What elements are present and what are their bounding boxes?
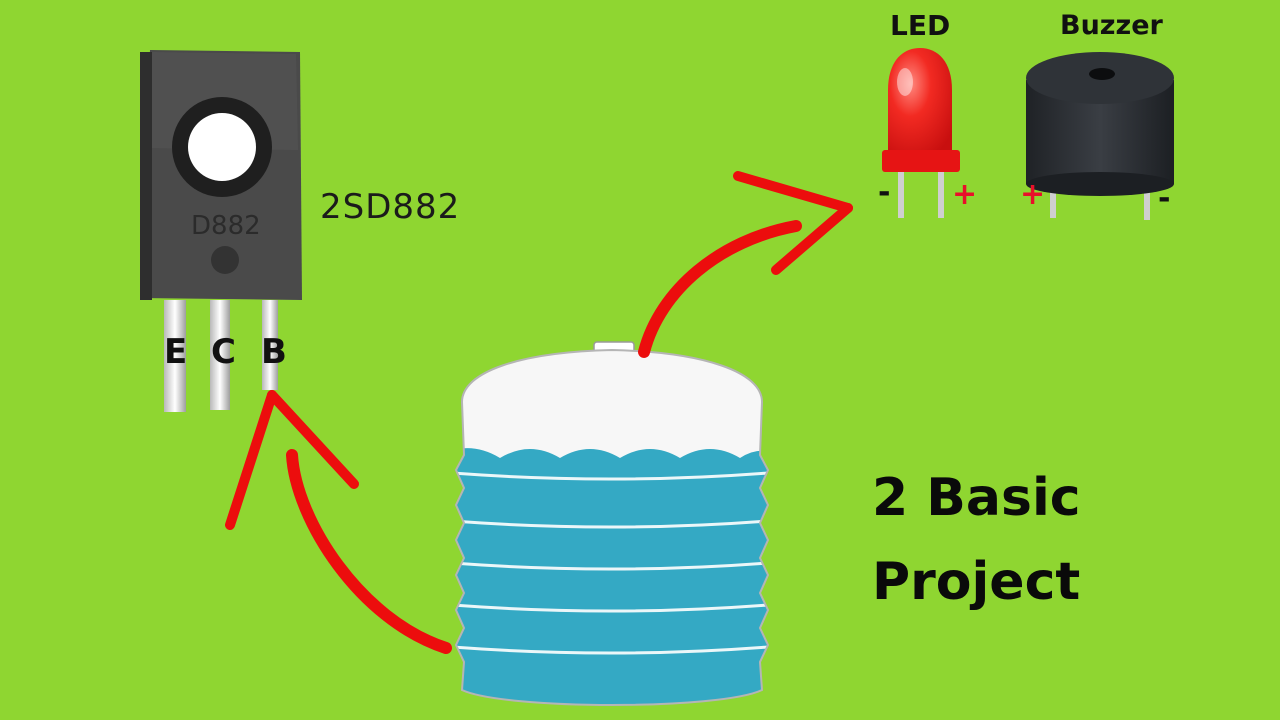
pin-label-collector: C <box>211 332 236 372</box>
buzzer-label: Buzzer <box>1060 10 1163 41</box>
title-line-1: 2 Basic <box>872 468 1081 528</box>
pin-label-base: B <box>261 332 287 372</box>
transistor-part-number: 2SD882 <box>320 187 461 227</box>
buzzer-negative-sign: - <box>1158 181 1171 216</box>
led-label: LED <box>890 9 951 42</box>
led-negative-sign: - <box>878 175 891 210</box>
pin-label-emitter: E <box>164 332 188 372</box>
buzzer-positive-sign: + <box>1020 177 1046 212</box>
curved-arrow-icon <box>225 171 853 654</box>
led-positive-sign: + <box>952 177 978 212</box>
transistor-icon: D882 <box>140 50 302 412</box>
buzzer-icon <box>1026 52 1174 220</box>
led-icon <box>882 48 960 218</box>
water-tank-icon <box>454 341 770 706</box>
transistor-marking: D882 <box>191 211 261 241</box>
title-line-2: Project <box>872 552 1081 612</box>
